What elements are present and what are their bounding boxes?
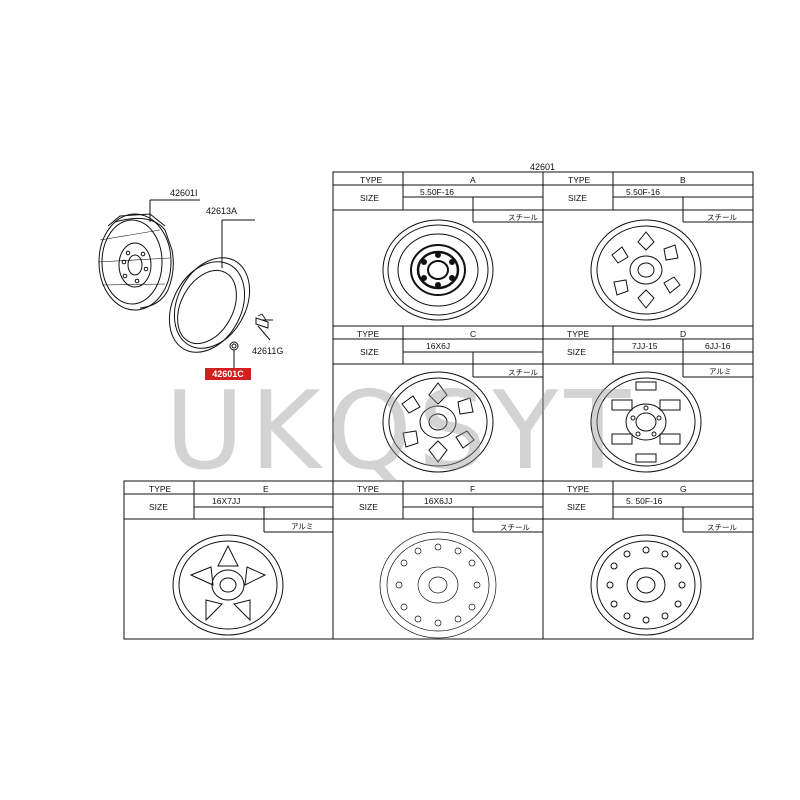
panel-g-size-label: SIZE [567, 502, 586, 512]
panel-e-size-label: SIZE [149, 502, 168, 512]
panel-g-letter: G [680, 484, 687, 494]
panel-e-letter: E [263, 484, 269, 494]
panel-b-material: スチール [707, 213, 737, 222]
panel-g-size: 5. 50F-16 [626, 496, 663, 506]
panel-f-material: スチール [500, 523, 530, 532]
panel-c-type-label: TYPE [357, 329, 380, 339]
panel-d-type-label: TYPE [567, 329, 590, 339]
panel-f-size: 16X6JJ [424, 496, 453, 506]
panel-b-size-label: SIZE [568, 193, 587, 203]
panel-e-type-label: TYPE [149, 484, 172, 494]
panel-f-size-label: SIZE [359, 502, 378, 512]
panel-d-size-label: SIZE [567, 347, 586, 357]
table-a [333, 172, 543, 223]
grid-title: 42601 [530, 162, 556, 172]
wheel-f-drawing [379, 531, 497, 639]
panel-c-letter: C [470, 329, 477, 339]
panel-f-letter: F [470, 484, 476, 494]
wheel-g-drawing [590, 534, 702, 636]
part-number-wheel: 42601I [170, 188, 198, 198]
panel-d-size-2: 6JJ-16 [705, 341, 731, 351]
panel-a-type-label: TYPE [360, 175, 383, 185]
panel-b-letter: B [680, 175, 686, 185]
panel-g-material: スチール [707, 523, 737, 532]
exploded-wheel-drawing [97, 199, 273, 368]
wheel-a-drawing [382, 219, 494, 321]
panel-a-size-label: SIZE [360, 193, 379, 203]
wheel-b-drawing [590, 219, 702, 321]
panel-e-material: アルミ [291, 522, 314, 531]
panel-c-material: スチール [508, 368, 538, 377]
table-c [333, 326, 543, 378]
grid-frame-bottom [123, 480, 754, 640]
wheel-d-drawing [590, 371, 702, 473]
part-number-tire: 42613A [206, 206, 238, 216]
panel-a-size: 5.50F-16 [420, 187, 455, 197]
panel-c-size-label: SIZE [360, 347, 379, 357]
panel-d-size: 7JJ-15 [632, 341, 658, 351]
panel-a-material: スチール [508, 213, 538, 222]
panel-a-letter: A [470, 175, 476, 185]
panel-b-size: 5.50F-16 [626, 187, 661, 197]
table-d [543, 326, 753, 378]
table-f [333, 481, 543, 533]
table-b [543, 172, 753, 223]
panel-d-letter: D [680, 329, 687, 339]
table-g [543, 481, 753, 533]
part-number-bolt: 42611G [252, 346, 284, 356]
table-e [124, 481, 333, 533]
panel-e-size: 16X7JJ [212, 496, 241, 506]
watermark: UKQSYT [165, 369, 637, 494]
part-number-highlight[interactable]: 42601C [205, 368, 251, 380]
wheel-c-drawing [382, 371, 494, 473]
panel-b-type-label: TYPE [568, 175, 591, 185]
panel-f-type-label: TYPE [357, 484, 380, 494]
panel-g-type-label: TYPE [567, 484, 590, 494]
panel-d-material: アルミ [709, 367, 732, 376]
panel-c-size: 16X6J [426, 341, 451, 351]
wheel-e-drawing [172, 534, 284, 636]
